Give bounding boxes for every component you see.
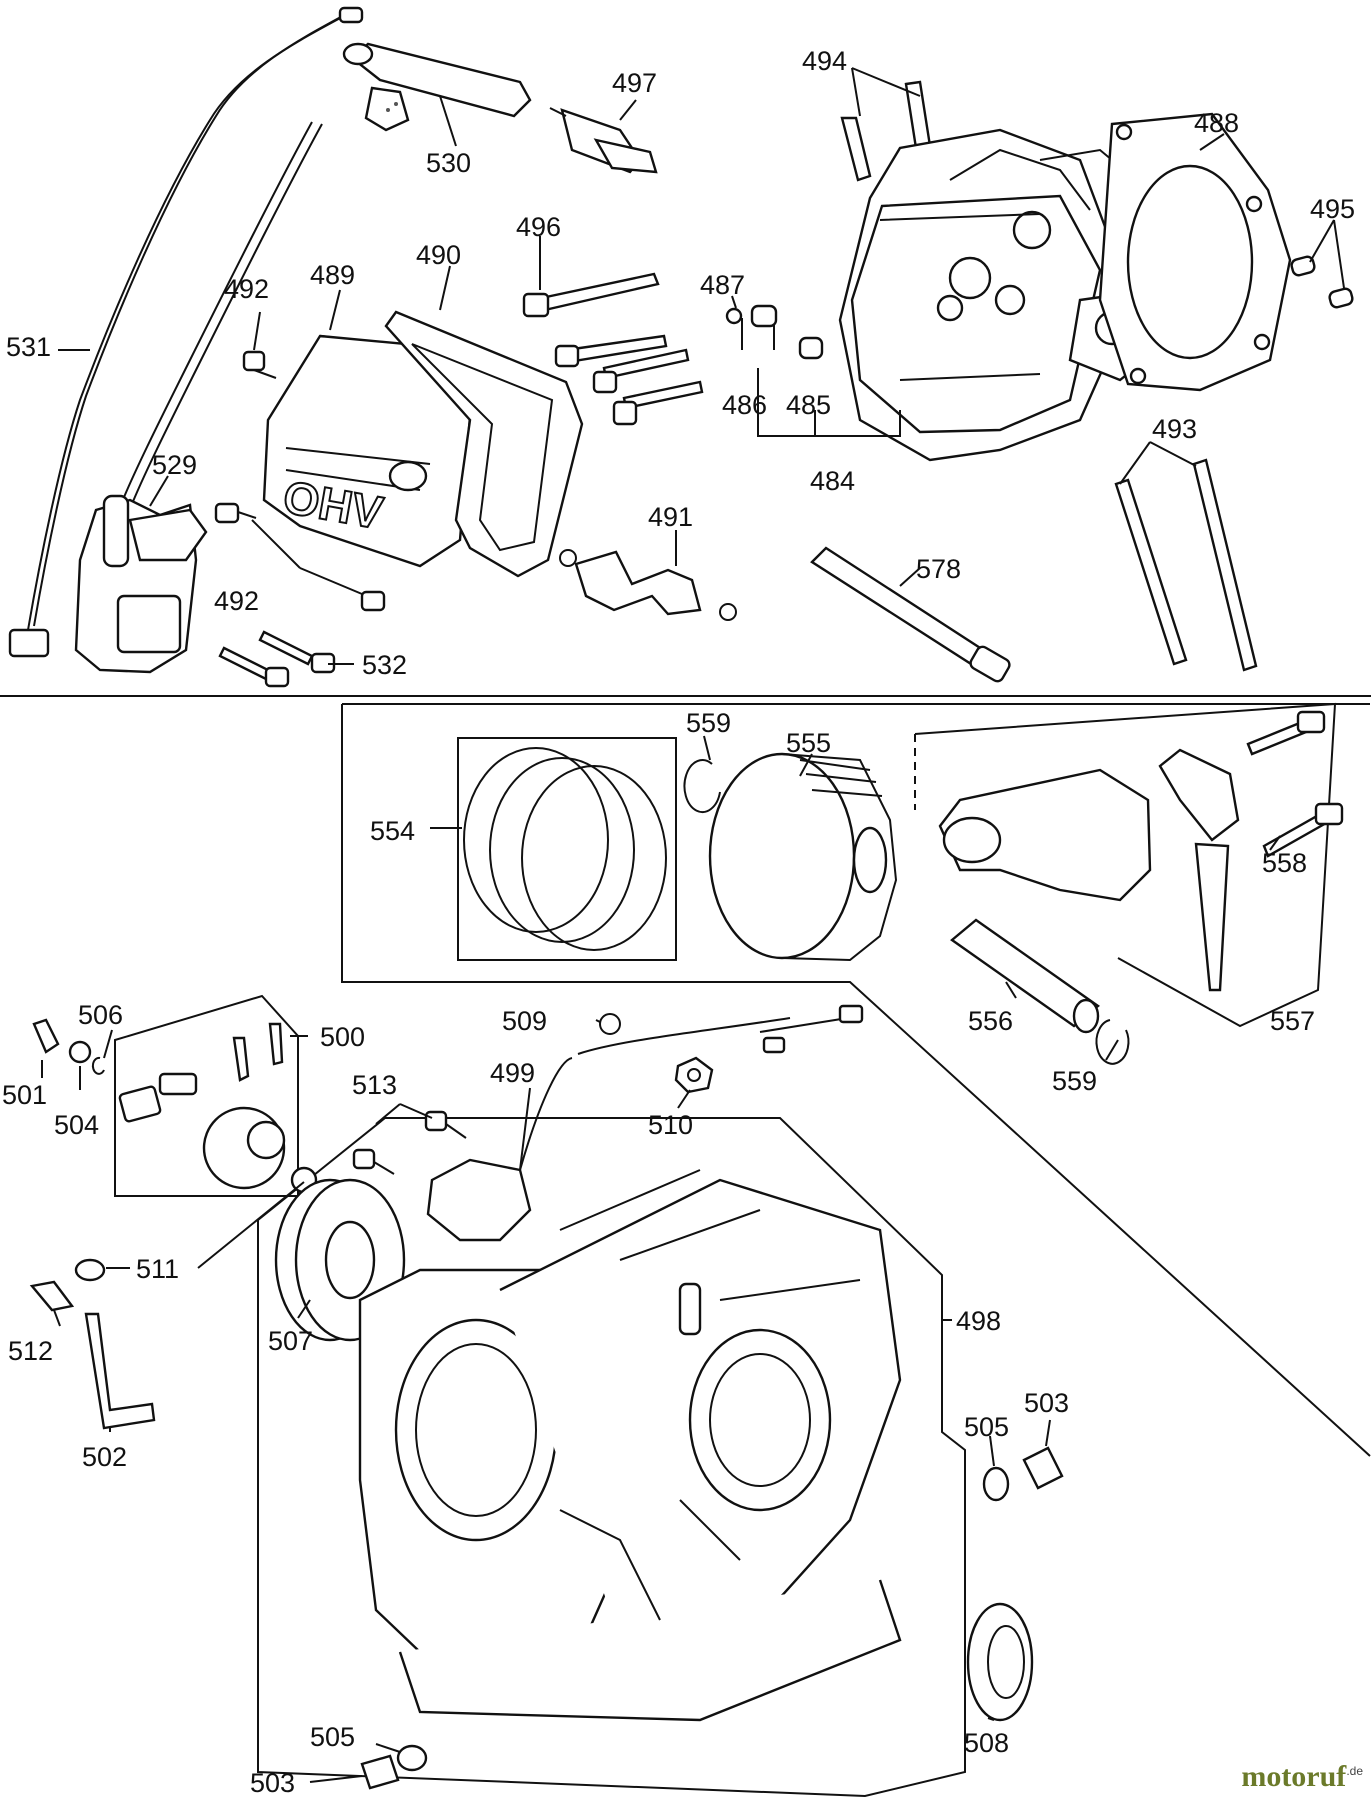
label-510: 510 bbox=[648, 1110, 693, 1140]
label-494: 494 bbox=[802, 46, 847, 76]
label-556: 556 bbox=[968, 1006, 1013, 1036]
breather-tube bbox=[559, 549, 737, 621]
label-502: 502 bbox=[82, 1442, 127, 1472]
watermark-suffix: .de bbox=[1346, 1764, 1363, 1778]
label-484: 484 bbox=[810, 466, 855, 496]
label-490: 490 bbox=[416, 240, 461, 270]
head-gasket bbox=[1098, 112, 1292, 392]
connecting-rod bbox=[938, 748, 1240, 992]
leader-lines bbox=[41, 67, 1345, 1783]
rod-bolts bbox=[1246, 710, 1344, 858]
piston-pin bbox=[950, 918, 1100, 1034]
valve-parts bbox=[725, 304, 824, 360]
rocker-cover-gasket bbox=[384, 310, 584, 578]
label-498: 498 bbox=[956, 1306, 1001, 1336]
label-558: 558 bbox=[1262, 848, 1307, 878]
label-487: 487 bbox=[700, 270, 745, 300]
label-508: 508 bbox=[964, 1728, 1009, 1758]
label-532: 532 bbox=[362, 650, 407, 680]
watermark-brand: motoruf bbox=[1241, 1760, 1347, 1793]
oil-sensor bbox=[426, 1004, 864, 1242]
label-501: 501 bbox=[2, 1080, 47, 1110]
label-491: 491 bbox=[648, 502, 693, 532]
label-557: 557 bbox=[1270, 1006, 1315, 1036]
label-496: 496 bbox=[516, 212, 561, 242]
long-studs bbox=[1114, 458, 1258, 672]
spark-plug-cable bbox=[8, 6, 364, 658]
sensor-bolts bbox=[352, 1110, 467, 1175]
label-489: 489 bbox=[310, 260, 355, 290]
section-frames bbox=[0, 695, 1371, 1798]
rocker-cover: OHV bbox=[262, 334, 494, 568]
drain-plug-bottom bbox=[360, 1744, 428, 1790]
oil-seal bbox=[966, 1602, 1034, 1722]
ignition-lead bbox=[117, 121, 323, 515]
label-555: 555 bbox=[786, 728, 831, 758]
washer bbox=[74, 1258, 106, 1282]
label-503-bottom: 503 bbox=[250, 1768, 295, 1798]
label-485: 485 bbox=[786, 390, 831, 420]
label-499: 499 bbox=[490, 1058, 535, 1088]
label-531: 531 bbox=[6, 332, 51, 362]
label-505-bottom: 505 bbox=[310, 1722, 355, 1752]
piston bbox=[708, 752, 898, 962]
drain-plug-right bbox=[982, 1446, 1064, 1502]
studs bbox=[840, 80, 932, 182]
label-512: 512 bbox=[8, 1336, 53, 1366]
label-513: 513 bbox=[352, 1070, 397, 1100]
head-bolts bbox=[522, 272, 704, 426]
label-509: 509 bbox=[502, 1006, 547, 1036]
label-504: 504 bbox=[54, 1110, 99, 1140]
ignition-coil bbox=[74, 494, 208, 674]
spark-plug-cap bbox=[342, 42, 532, 132]
label-506: 506 bbox=[78, 1000, 123, 1030]
label-488: 488 bbox=[1194, 108, 1239, 138]
label-511: 511 bbox=[136, 1254, 179, 1284]
part-labels: 531 530 497 494 488 495 496 492 489 490 … bbox=[2, 46, 1355, 1798]
cover-bolts bbox=[214, 350, 386, 612]
label-503-right: 503 bbox=[1024, 1388, 1069, 1418]
label-492-top: 492 bbox=[224, 274, 269, 304]
oil-pump-parts bbox=[32, 1018, 318, 1194]
nut bbox=[674, 1056, 714, 1094]
label-505-right: 505 bbox=[964, 1412, 1009, 1442]
dowel-pins bbox=[1290, 255, 1354, 309]
crankcase bbox=[358, 1169, 902, 1722]
coil-bolts bbox=[218, 630, 336, 688]
label-493: 493 bbox=[1152, 414, 1197, 444]
watermark-logo: motoruf.de bbox=[1241, 1760, 1363, 1794]
label-529: 529 bbox=[152, 450, 197, 480]
circlip-2 bbox=[1095, 1019, 1130, 1065]
label-500: 500 bbox=[320, 1022, 365, 1052]
label-495: 495 bbox=[1310, 194, 1355, 224]
label-530: 530 bbox=[426, 148, 471, 178]
label-507: 507 bbox=[268, 1326, 313, 1356]
circlip bbox=[683, 759, 721, 814]
pushrod bbox=[810, 546, 1011, 683]
piston-rings bbox=[463, 747, 667, 951]
cylinder-head bbox=[838, 128, 1172, 462]
label-559-top: 559 bbox=[686, 708, 731, 738]
label-492-bottom: 492 bbox=[214, 586, 259, 616]
label-578: 578 bbox=[916, 554, 961, 584]
clip-and-bracket bbox=[29, 1280, 156, 1430]
label-554: 554 bbox=[370, 816, 415, 846]
label-497: 497 bbox=[612, 68, 657, 98]
spark-plug bbox=[549, 107, 658, 174]
label-486: 486 bbox=[722, 390, 767, 420]
label-559-bottom: 559 bbox=[1052, 1066, 1097, 1096]
